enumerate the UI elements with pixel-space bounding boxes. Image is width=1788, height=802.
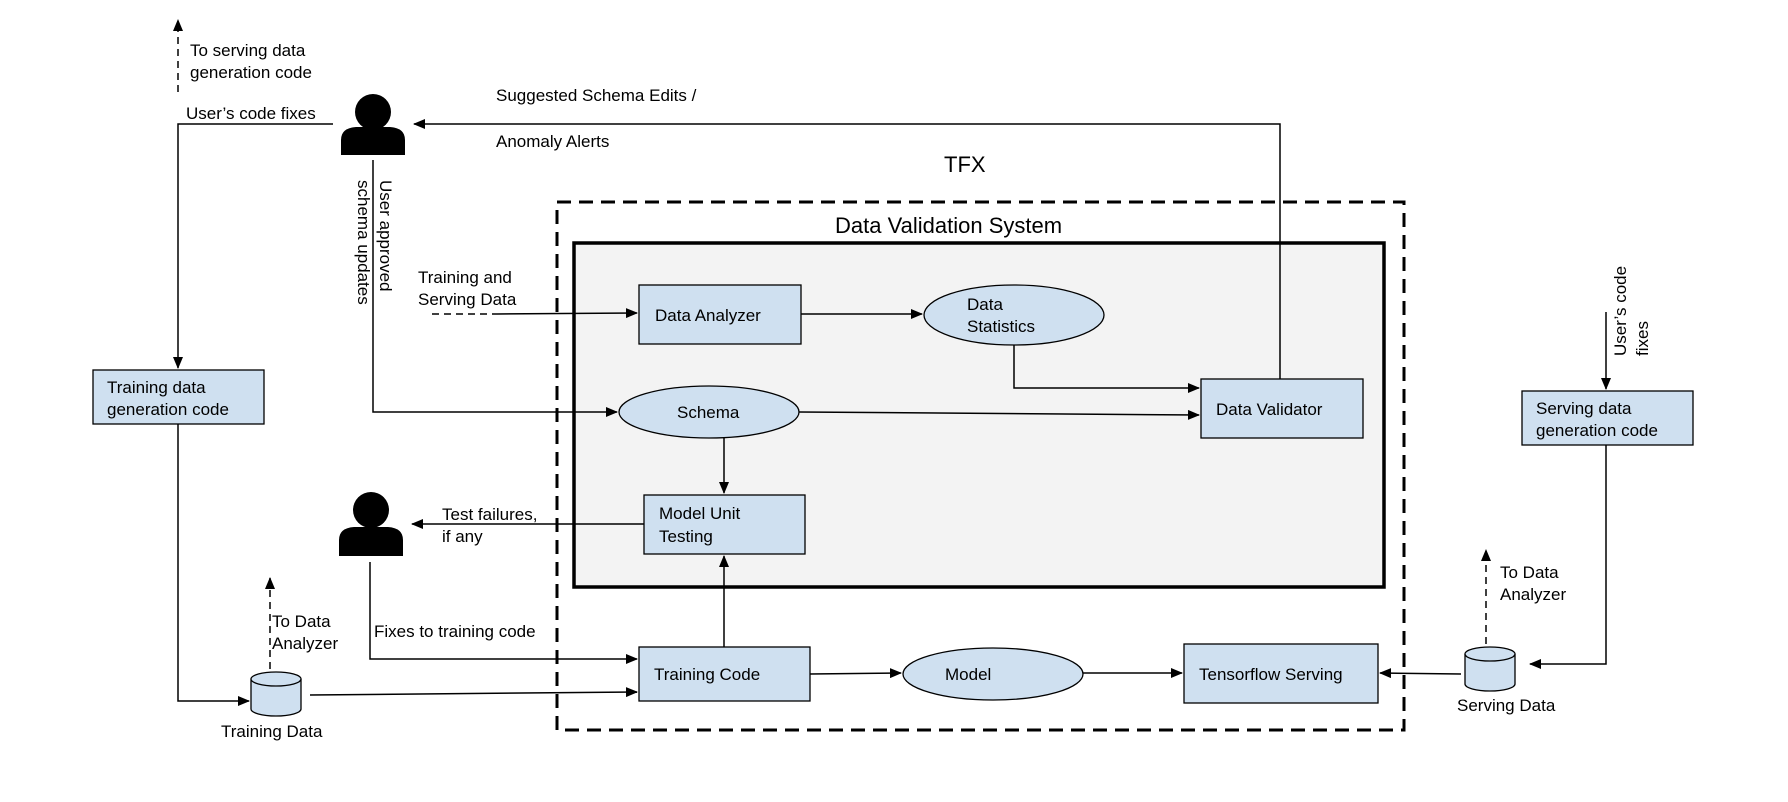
schema-label: Schema	[677, 403, 740, 422]
anomaly-alerts-label: Anomaly Alerts	[496, 132, 609, 151]
suggested-schema-edits-label: Suggested Schema Edits /	[496, 86, 697, 105]
tfx-title: TFX	[944, 152, 986, 177]
data-analyzer-label: Data Analyzer	[655, 306, 761, 325]
users-code-fixes-right-label-2: fixes	[1633, 321, 1652, 356]
serving-data-generation-code-label-1: Serving data	[1536, 399, 1632, 418]
to-data-analyzer-right-label-1: To Data	[1500, 563, 1559, 582]
training-data-generation-code-label-2: generation code	[107, 400, 229, 419]
users-code-fixes-left-arrow	[173, 123, 333, 369]
gen-code-to-training-data-arrow	[177, 424, 250, 706]
serving-data-generation-code-box	[1521, 390, 1694, 446]
serving-gen-code-to-serving-data-arrow	[1529, 445, 1607, 669]
users-code-fixes-left-label: User’s code fixes	[186, 104, 316, 123]
tfx-container	[555, 200, 1406, 732]
to-data-analyzer-right-label-2: Analyzer	[1500, 585, 1566, 604]
serving-data-generation-code-label-2: generation code	[1536, 421, 1658, 440]
database-icon	[1464, 646, 1516, 692]
model-unit-testing-label-1: Model Unit	[659, 504, 741, 523]
tensorflow-serving-box	[1183, 643, 1379, 704]
database-icon	[250, 671, 302, 717]
training-serving-data-label-1: Training and	[418, 268, 512, 287]
training-code-box	[638, 646, 811, 702]
training-data-to-training-code-arrow	[309, 687, 638, 698]
fixes-to-training-code-label: Fixes to training code	[374, 622, 536, 641]
test-failures-label-1: Test failures,	[442, 505, 537, 524]
data-statistics-label-1: Data	[967, 295, 1003, 314]
training-serving-data-arrow	[496, 308, 638, 319]
training-code-label: Training Code	[654, 665, 760, 684]
training-code-to-model-arrow	[809, 668, 902, 679]
serving-data-label: Serving Data	[1457, 696, 1556, 715]
user-approved-schema-updates-arrow	[372, 160, 618, 417]
user-approved-schema-updates-label-1: User approved	[376, 180, 395, 292]
statistics-to-validator-arrow	[1013, 345, 1200, 393]
model-label: Model	[945, 665, 991, 684]
person-icon	[341, 94, 405, 155]
data-analyzer-box	[638, 284, 802, 345]
training-data-generation-code-box	[92, 369, 265, 425]
tensorflow-serving-label: Tensorflow Serving	[1199, 665, 1343, 684]
person-icon	[339, 492, 403, 556]
data-validator-label: Data Validator	[1216, 400, 1323, 419]
schema-to-validator-arrow	[798, 409, 1200, 420]
to-data-analyzer-left-label-1: To Data	[272, 612, 331, 631]
to-data-analyzer-left-label-2: Analyzer	[272, 634, 338, 653]
test-failures-label-2: if any	[442, 527, 483, 546]
fixes-to-training-code-arrow	[369, 562, 638, 664]
data-validator-box	[1200, 378, 1364, 439]
data-statistics-label-2: Statistics	[967, 317, 1035, 336]
user-approved-schema-updates-label-2: schema updates	[354, 180, 373, 305]
training-serving-data-label-2: Serving Data	[418, 290, 517, 309]
users-code-fixes-right-label-1: User’s code	[1611, 266, 1630, 356]
serving-data-to-tf-serving-arrow	[1379, 668, 1462, 679]
data-validation-system-title: Data Validation System	[835, 213, 1062, 238]
model-unit-testing-label-2: Testing	[659, 527, 713, 546]
data-statistics-ellipse	[923, 284, 1105, 346]
training-data-generation-code-label-1: Training data	[107, 378, 206, 397]
to-serving-data-gen-code-label-2: generation code	[190, 63, 312, 82]
suggested-schema-edits-arrow	[413, 119, 1281, 379]
training-data-label: Training Data	[221, 722, 323, 741]
to-serving-data-gen-code-label-1: To serving data	[190, 41, 306, 60]
model-ellipse	[902, 647, 1084, 701]
